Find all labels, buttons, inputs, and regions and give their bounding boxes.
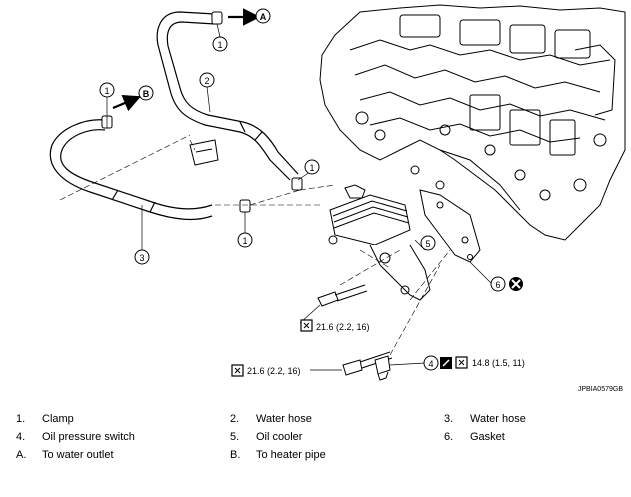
figure-reference-code: JPBIA0579GB bbox=[577, 386, 623, 393]
callout-clamp-3: 1 bbox=[304, 159, 320, 175]
svg-text:21.6 (2.2, 16): 21.6 (2.2, 16) bbox=[316, 322, 370, 332]
legend-number: B. bbox=[230, 449, 241, 461]
torque-wrench-icon bbox=[231, 364, 244, 377]
svg-text:21.6 (2.2, 16): 21.6 (2.2, 16) bbox=[247, 366, 301, 376]
callout-gasket: 6 bbox=[490, 276, 506, 292]
svg-text:2: 2 bbox=[204, 76, 209, 86]
legend-text: To heater pipe bbox=[256, 449, 326, 461]
svg-text:1: 1 bbox=[242, 236, 247, 246]
oil-cooler-part bbox=[328, 184, 431, 301]
guide-lines bbox=[59, 134, 451, 356]
parts-legend: 1. Clamp 2. Water hose 3. Water hose 4. … bbox=[0, 405, 631, 485]
callout-oil-cooler: 5 bbox=[420, 235, 436, 251]
legend-text: Water hose bbox=[470, 413, 526, 425]
svg-text:1: 1 bbox=[104, 86, 109, 96]
water-hose-3 bbox=[49, 119, 213, 221]
engine-block bbox=[319, 4, 626, 241]
engine-diagram: A B 1 1 2 1 1 3 5 6 4 bbox=[49, 4, 626, 381]
torque-spec-1: 21.6 (2.2, 16) bbox=[300, 319, 370, 332]
do-not-reuse-icon bbox=[509, 277, 523, 291]
svg-text:6: 6 bbox=[495, 280, 500, 290]
torque-wrench-icon bbox=[300, 319, 313, 332]
gasket-part bbox=[419, 189, 481, 263]
legend-number: 3. bbox=[444, 413, 454, 425]
bolt-parts bbox=[317, 284, 393, 381]
legend-number: 4. bbox=[16, 431, 26, 443]
hose-bracket bbox=[189, 139, 219, 166]
svg-text:1: 1 bbox=[217, 40, 222, 50]
legend-number: 2. bbox=[230, 413, 240, 425]
legend-number: 1. bbox=[16, 413, 26, 425]
svg-text:A: A bbox=[260, 12, 267, 22]
legend-number: 6. bbox=[444, 431, 454, 443]
svg-text:1: 1 bbox=[309, 163, 314, 173]
callout-oil-pressure-switch: 4 bbox=[423, 355, 439, 371]
legend-text: Oil pressure switch bbox=[42, 431, 135, 443]
arrow-to-b bbox=[112, 94, 142, 112]
arrow-b-label: B bbox=[138, 85, 154, 101]
svg-text:B: B bbox=[143, 89, 150, 99]
legend-number: A. bbox=[16, 449, 27, 461]
legend-text: Water hose bbox=[256, 413, 312, 425]
legend-text: Oil cooler bbox=[256, 431, 303, 443]
svg-text:5: 5 bbox=[425, 239, 430, 249]
callout-clamp-4: 1 bbox=[237, 232, 253, 248]
callout-water-hose-3: 3 bbox=[134, 249, 150, 265]
torque-spec-2: 21.6 (2.2, 16) bbox=[231, 364, 301, 377]
clamp-parts bbox=[101, 11, 303, 213]
svg-text:3: 3 bbox=[139, 253, 144, 263]
torque-spec-3: 14.8 (1.5, 11) bbox=[455, 356, 525, 369]
water-hose-2 bbox=[156, 11, 299, 181]
svg-text:4: 4 bbox=[428, 359, 433, 369]
callout-clamp-1: 1 bbox=[212, 36, 228, 52]
arrow-a-label: A bbox=[255, 8, 271, 24]
torque-wrench-icon bbox=[455, 356, 468, 369]
svg-text:14.8 (1.5, 11): 14.8 (1.5, 11) bbox=[472, 358, 525, 368]
callout-water-hose-2: 2 bbox=[199, 72, 215, 88]
legend-number: 5. bbox=[230, 431, 240, 443]
legend-text: Gasket bbox=[470, 431, 505, 443]
sealant-icon bbox=[440, 357, 452, 369]
legend-text: To water outlet bbox=[42, 449, 114, 461]
callout-clamp-2: 1 bbox=[99, 82, 115, 98]
legend-text: Clamp bbox=[42, 413, 74, 425]
